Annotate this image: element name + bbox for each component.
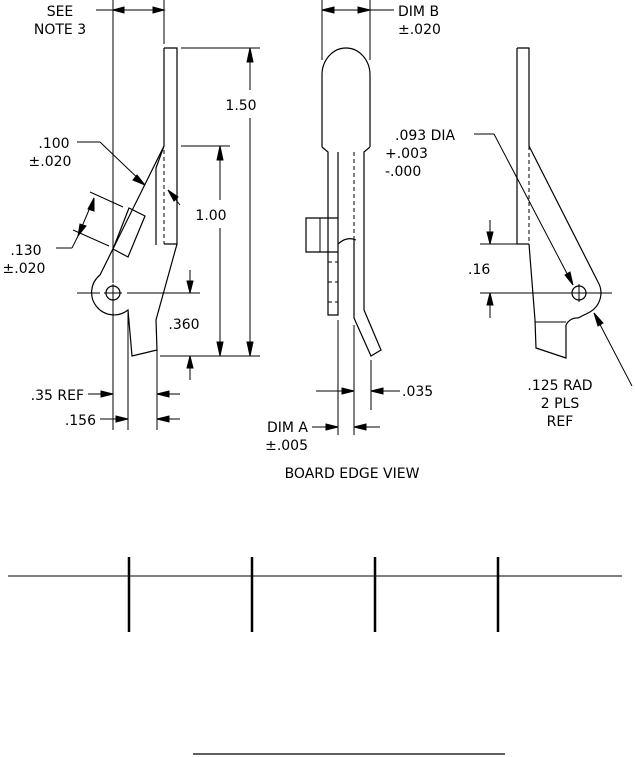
dia-093-minus-tol: -.000 <box>385 164 421 180</box>
dim-a-tolerance: ±.005 <box>265 438 308 454</box>
see-note-line2: NOTE 3 <box>34 22 86 38</box>
right-view <box>474 47 633 387</box>
middle-view <box>305 0 400 435</box>
tol-130-tolerance: ±.020 <box>3 261 46 277</box>
dim-156-label: .156 <box>65 413 96 429</box>
dim-b-tolerance: ±.020 <box>398 22 441 38</box>
dim-a-label: DIM A <box>267 420 308 436</box>
left-view <box>56 0 260 430</box>
dim-360-label: .360 <box>168 317 199 333</box>
dim-035-label: .035 <box>402 384 433 400</box>
dia-093-label: .093 DIA <box>395 128 456 144</box>
dim-150-label: 1.50 <box>225 98 256 114</box>
board-edge-view-caption: BOARD EDGE VIEW <box>285 466 420 482</box>
tol-130-value: .130 <box>10 243 41 259</box>
ref-35-label: .35 REF <box>31 388 84 404</box>
rad-125-count: 2 PLS <box>541 396 580 412</box>
dim-16-label: .16 <box>468 262 490 278</box>
bottom-rule-lines <box>8 557 622 755</box>
tol-100-tolerance: ±.020 <box>29 154 72 170</box>
tol-100-value: .100 <box>38 136 69 152</box>
dim-b-label: DIM B <box>398 4 439 20</box>
see-note-line1: SEE <box>47 4 74 20</box>
dia-093-plus-tol: +.003 <box>385 146 428 162</box>
dim-100-label: 1.00 <box>195 208 226 224</box>
rad-125-label: .125 RAD <box>527 378 592 394</box>
rad-125-ref: REF <box>547 414 574 430</box>
